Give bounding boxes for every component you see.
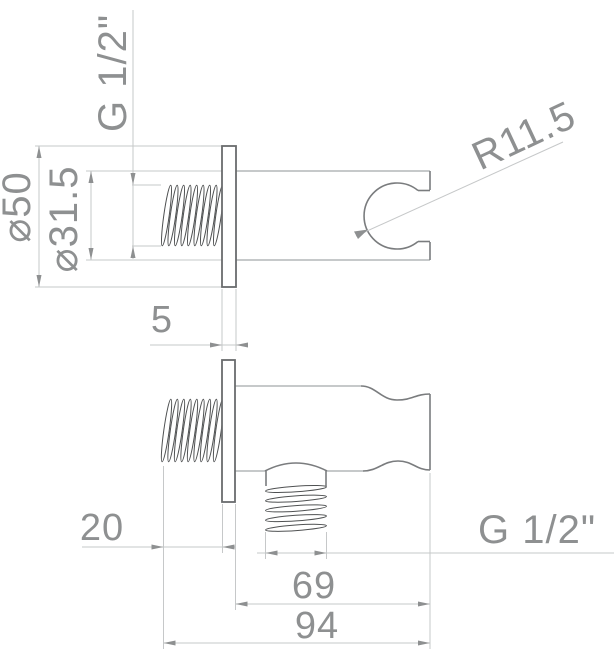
extension-lines-top-view	[35, 145, 237, 351]
label-flange-thickness: 5	[151, 299, 173, 341]
cradle-arc	[363, 182, 419, 250]
label-holder-radius: R11.5	[465, 93, 582, 179]
dim-overall-length	[163, 640, 430, 646]
label-outlet-thread-size: G 1/2"	[478, 508, 596, 552]
cup-profile-top	[360, 385, 431, 401]
cup-profile-bottom	[362, 460, 431, 472]
label-top-thread-size: G 1/2"	[91, 14, 135, 132]
dim-flange-diameter	[36, 146, 42, 287]
label-flange-diameter: ⌀50	[0, 171, 39, 243]
dim-top-thread	[130, 10, 136, 259]
front-view-flange-plate	[221, 359, 236, 503]
front-view-thread	[160, 398, 225, 463]
dim-body-length	[235, 601, 430, 607]
dimension-labels: G 1/2" ⌀50 ⌀31.5 R11.5 5 20 69 94 G 1/2"	[0, 14, 596, 647]
dim-body-diameter	[88, 171, 94, 260]
top-view-thread	[160, 184, 225, 247]
dim-thread-length	[82, 544, 236, 550]
front-view-outlet-thread	[265, 484, 327, 532]
top-view-body	[236, 170, 431, 261]
label-thread-length: 20	[80, 507, 124, 549]
dim-outlet-thread	[257, 550, 614, 556]
dim-flange-thickness	[150, 342, 248, 348]
label-body-diameter: ⌀31.5	[42, 166, 86, 273]
extension-lines-front-view	[163, 466, 431, 649]
outlet-boss-dome	[264, 462, 328, 472]
label-overall-length: 94	[295, 605, 339, 647]
front-view-body	[235, 385, 431, 486]
top-view-flange-plate	[221, 145, 237, 288]
front-view	[82, 359, 614, 649]
label-body-length: 69	[292, 565, 336, 607]
dim-holder-radius-leader	[354, 141, 564, 239]
top-view	[35, 10, 564, 351]
